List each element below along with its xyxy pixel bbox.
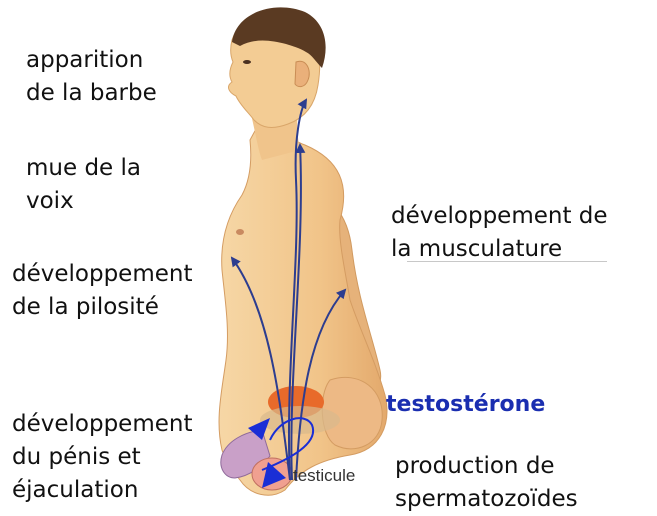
label-line: de la barbe <box>26 77 157 110</box>
eye <box>243 60 251 64</box>
label-musculature: développement de la musculature <box>391 200 608 266</box>
label-barbe: apparition de la barbe <box>26 44 157 110</box>
label-line: production de <box>395 450 578 483</box>
label-line: spermatozoïdes <box>395 483 578 516</box>
label-line: développement <box>12 258 192 291</box>
label-line: de la pilosité <box>12 291 192 324</box>
nipple <box>236 229 244 235</box>
label-line: développement de <box>391 200 608 233</box>
label-penis: développement du pénis et éjaculation <box>12 408 192 507</box>
ear <box>295 61 309 86</box>
label-line: voix <box>26 185 141 218</box>
label-underline <box>407 261 607 262</box>
label-line: éjaculation <box>12 474 192 507</box>
hormone-label: testostérone <box>386 390 545 420</box>
label-line: du pénis et <box>12 441 192 474</box>
label-line: apparition <box>26 44 157 77</box>
label-line: développement <box>12 408 192 441</box>
label-pilosite: développement de la pilosité <box>12 258 192 324</box>
label-line: mue de la <box>26 152 141 185</box>
label-voix: mue de la voix <box>26 152 141 218</box>
label-spermatozoides: production de spermatozoïdes <box>395 450 578 516</box>
organ-label: testicule <box>293 466 355 486</box>
